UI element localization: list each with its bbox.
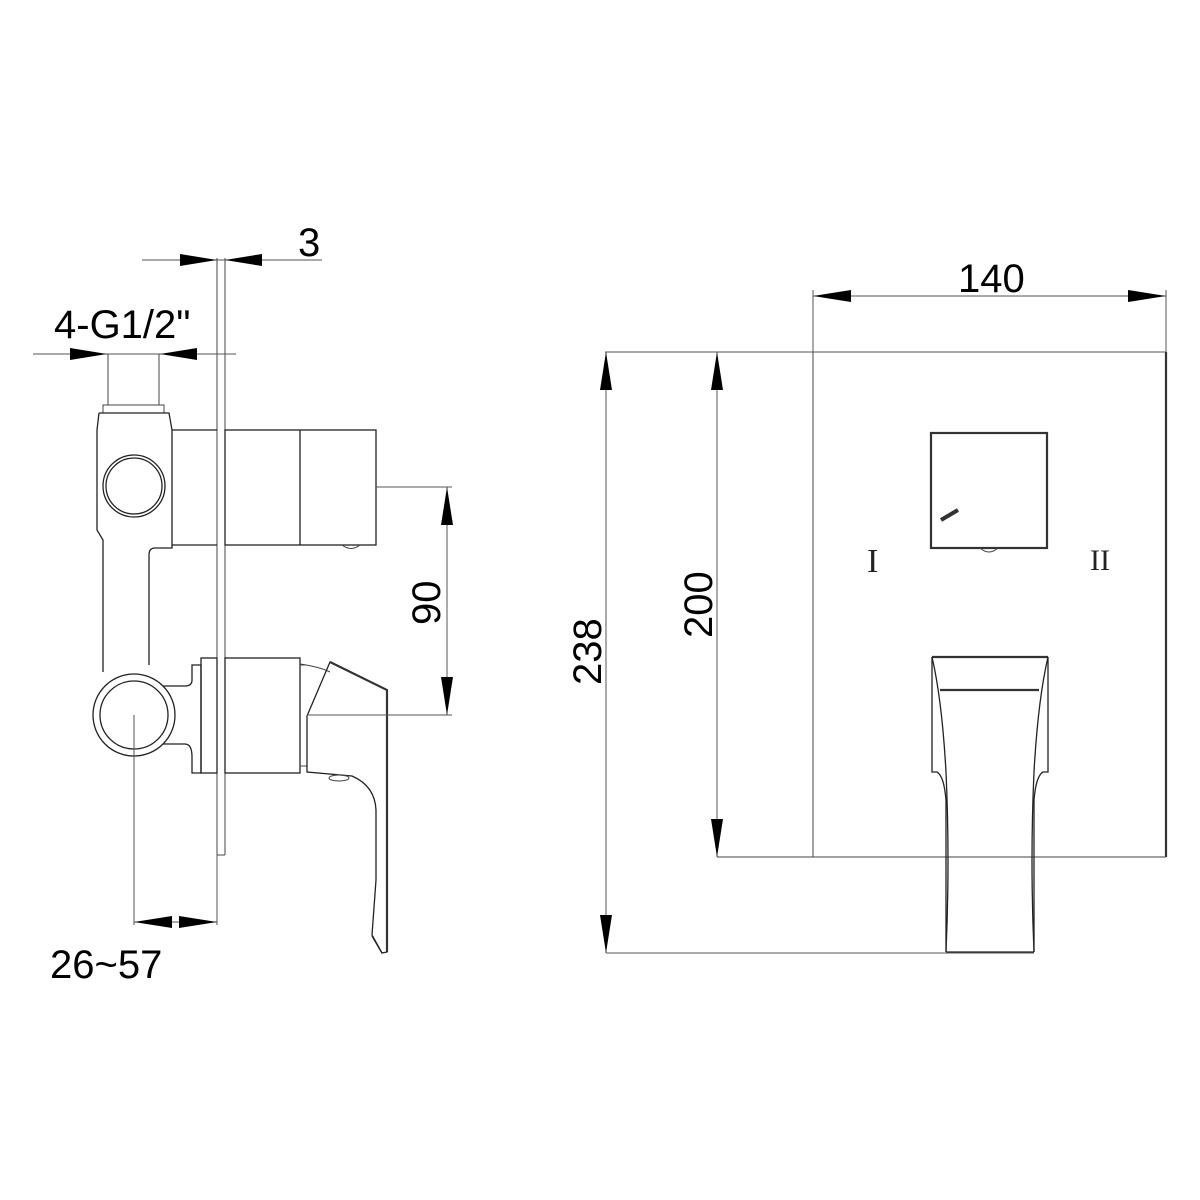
dim-label-200: 200	[677, 571, 721, 638]
dimension-inlet-thread: 4-G1/2"	[33, 303, 236, 360]
lever-handle-front	[931, 655, 1049, 953]
dim-label-inlet: 4-G1/2"	[54, 303, 190, 347]
dim-label-140: 140	[958, 257, 1025, 301]
dim-label-90: 90	[405, 581, 449, 626]
dimension-handle-spacing: 90	[307, 486, 453, 716]
dimension-plate-thickness: 3	[142, 221, 322, 266]
cover-plate-front	[605, 351, 1168, 858]
cover-plate-profile	[216, 258, 226, 856]
dim-label-wall-depth: 26~57	[50, 943, 162, 987]
inlet-pipe	[102, 354, 165, 414]
dimension-plate-height: 200	[677, 352, 723, 857]
dim-label-3: 3	[298, 221, 320, 265]
dim-label-238: 238	[566, 618, 610, 685]
diverter-knob: I II	[867, 431, 1110, 580]
dimension-plate-width: 140	[812, 257, 1167, 352]
dimension-overall-height: 238	[566, 352, 1034, 954]
lever-handle-side	[299, 661, 389, 954]
dimension-wall-depth: 26~57	[50, 715, 218, 987]
position-label-one: I	[867, 543, 878, 580]
position-label-two: II	[1090, 544, 1110, 577]
side-view: 3 4-G1/2"	[33, 221, 453, 987]
front-view: I II 140 200	[566, 257, 1168, 954]
valve-body	[92, 412, 377, 774]
